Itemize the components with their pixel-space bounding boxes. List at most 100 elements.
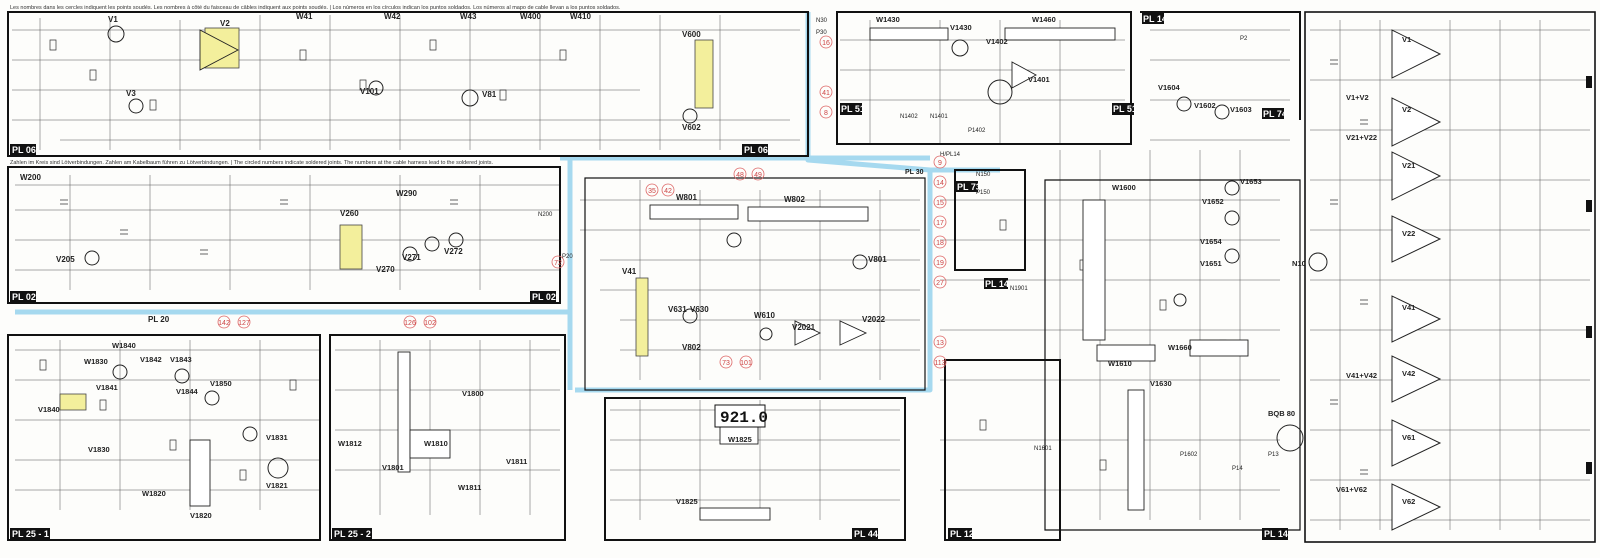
label-w290: W290 [396, 189, 417, 198]
label-w1811: W1811 [458, 483, 481, 492]
cable-harness [15, 12, 1000, 393]
plate-pl14-bottom: PL 14 [1264, 529, 1288, 539]
label-w801: W801 [676, 193, 697, 202]
solder-numbers: 16 41 8 35 42 48 49 9 14 15 17 18 19 27 … [218, 40, 946, 367]
conn-p1402: P1402 [968, 128, 986, 134]
label-v1843: V1843 [170, 355, 192, 364]
label-w1460: W1460 [1032, 15, 1056, 24]
label-w1610: W1610 [1108, 359, 1132, 368]
note-mid: Zahlen im Kreis sind Lötverbindungen. Za… [10, 160, 494, 166]
label-v600: V600 [682, 30, 701, 39]
board-outlines [7, 11, 1596, 543]
label-v631: V631 [668, 305, 687, 314]
label-w43: W43 [460, 12, 477, 21]
conn-n1601: N1601 [1034, 446, 1052, 452]
plate-pl20: PL 20 [148, 315, 170, 324]
plate-pl25-2: PL 25 - 2 [334, 529, 371, 539]
solder-102: 102 [424, 320, 436, 327]
ic-v1840-highlight [59, 393, 87, 411]
labels-amplifier: V1 V1+V2 V2 V21+V22 V21 V22 V41 V41+V42 … [1336, 35, 1415, 506]
label-amp-v41: V41 [1402, 303, 1415, 312]
board-pl44 [604, 397, 906, 541]
plate-pl25-1: PL 25 - 1 [12, 529, 49, 539]
labels-pl06: V1 V2 V3 W41 W42 W43 W400 W410 V600 V101… [108, 12, 701, 132]
label-v1801: V1801 [382, 463, 404, 472]
label-v1850: V1850 [210, 379, 232, 388]
solder-27: 27 [936, 280, 944, 287]
label-v270: V270 [376, 265, 395, 274]
label-v602: V602 [682, 123, 701, 132]
board-pl51 [836, 11, 1132, 145]
display-readout: 921.0 [720, 409, 768, 427]
label-v3: V3 [126, 89, 136, 98]
label-w200: W200 [20, 173, 41, 182]
board-pl25-1 [7, 334, 321, 541]
plate-tags [10, 13, 1288, 540]
solder-17: 17 [936, 220, 944, 227]
plate-pl44: PL 44 [854, 529, 878, 539]
conn-n30: N30 [816, 18, 828, 24]
solder-9: 9 [938, 160, 942, 167]
label-bqb80: BQB 80 [1268, 409, 1295, 418]
label-w400: W400 [520, 12, 541, 21]
label-v1800: V1800 [462, 389, 484, 398]
highlighted-ics [59, 27, 714, 411]
conn-hl: H/PL14 [940, 152, 961, 158]
label-w1812: W1812 [338, 439, 362, 448]
conn-p13: P13 [1268, 452, 1279, 458]
plate-pl51-left: PL 51 [841, 104, 865, 114]
conn-p30: P30 [816, 30, 827, 36]
board-pl06 [7, 11, 809, 157]
label-w1430: W1430 [876, 15, 900, 24]
label-amp-v41v42: V41+V42 [1346, 371, 1377, 380]
label-amp-v2: V2 [1402, 105, 1411, 114]
ic-v600-highlight [694, 39, 714, 109]
amplifier-stages [1391, 29, 1442, 531]
board-pl14-right [1044, 179, 1301, 531]
label-v1820: V1820 [190, 511, 212, 520]
plate-pl51-right: PL 51 [1113, 104, 1137, 114]
label-v1401: V1401 [1028, 75, 1050, 84]
conn-p14: P14 [1232, 466, 1243, 472]
solder-142: 142 [218, 320, 230, 327]
solder-14: 14 [936, 180, 944, 187]
solder-15: 15 [936, 200, 944, 207]
label-v1: V1 [108, 15, 118, 24]
label-v101: V101 [360, 87, 379, 96]
label-w1660: W1660 [1168, 343, 1192, 352]
label-w1600: W1600 [1112, 183, 1136, 192]
board-pl12 [944, 359, 1061, 541]
solder-8: 8 [824, 110, 828, 117]
solder-points [217, 35, 947, 369]
label-v1602: V1602 [1194, 101, 1216, 110]
solder-73: 73 [722, 360, 730, 367]
board-center [584, 177, 926, 391]
label-v1840: V1840 [38, 405, 60, 414]
solder-35: 35 [648, 188, 656, 195]
label-v1604: V1604 [1158, 83, 1181, 92]
ic-v260-highlight [339, 224, 363, 270]
label-v81: V81 [482, 90, 497, 99]
plate-pl14-mid: PL 14 [985, 279, 1009, 289]
conn-p2: P2 [1240, 36, 1248, 42]
plate-pl30: PL 30 [905, 169, 924, 176]
solder-127: 127 [238, 320, 250, 327]
labels-pl44: W1825 V1825 [676, 435, 752, 506]
labels-pl25-1: W1840 W1830 V1842 V1843 V1841 V1840 V184… [38, 341, 288, 520]
labels-pl51: W1430 W1460 V1430 V1402 V1401 [876, 15, 1056, 84]
solder-42: 42 [664, 188, 672, 195]
label-v2022: V2022 [862, 315, 886, 324]
plate-pl73: PL 73 [957, 182, 981, 192]
label-v1654: V1654 [1200, 237, 1223, 246]
board-amplifier [1304, 11, 1596, 543]
label-amp-v62: V62 [1402, 497, 1415, 506]
label-v1821: V1821 [266, 481, 288, 490]
transistors [84, 25, 1328, 479]
seven-segment-display [714, 404, 766, 428]
labels-pl14: V1604 V1602 V1603 V1653 V1652 V1654 V165… [1108, 83, 1306, 418]
label-v205: V205 [56, 255, 75, 264]
label-v1830: V1830 [88, 445, 110, 454]
solder-48: 48 [736, 172, 744, 179]
plate-pl02-left: PL 02 [12, 292, 36, 302]
